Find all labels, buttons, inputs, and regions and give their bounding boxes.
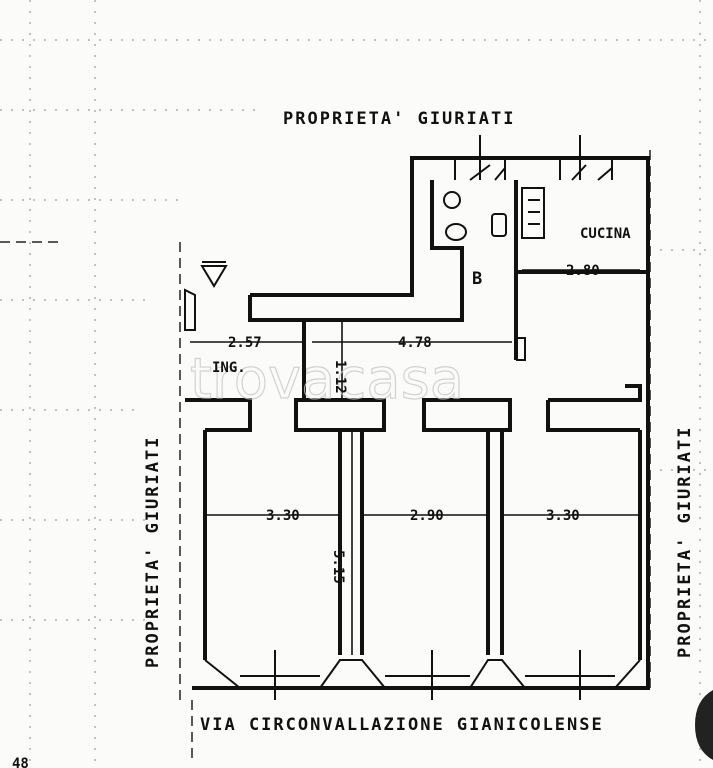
dim-room-center-width: 2.90 <box>410 508 444 524</box>
bidet-icon <box>445 223 467 241</box>
stove-icon <box>521 187 545 239</box>
property-boundary <box>0 150 651 760</box>
reference-ticks <box>274 135 581 700</box>
dim-corridor-width: 4.78 <box>398 335 432 351</box>
bathroom-fixtures <box>443 187 545 241</box>
street-label: VIA CIRCONVALLAZIONE GIANICOLENSE <box>200 715 604 735</box>
dim-room-depth: 5.15 <box>330 550 346 584</box>
dim-kitchen-width: 2.80 <box>566 263 600 279</box>
entrance-label: ING. <box>212 360 246 376</box>
dim-entrance-width: 2.57 <box>228 335 262 351</box>
dim-room-right-width: 3.30 <box>546 508 580 524</box>
dim-room-left-width: 3.30 <box>266 508 300 524</box>
toilet-icon <box>443 191 461 209</box>
dim-corridor-depth: 1.12 <box>332 360 348 394</box>
bathroom-label: B <box>472 269 484 289</box>
kitchen-label: CUCINA <box>580 226 631 242</box>
walls <box>184 156 650 690</box>
entrance-arrow-icon <box>200 261 228 288</box>
left-owner-label: PROPRIETA' GIURIATI <box>143 436 163 668</box>
dimension-lines <box>190 269 640 655</box>
watermark: trovacasa <box>190 347 464 412</box>
corner-shadow <box>695 690 713 760</box>
top-owner-label: PROPRIETA' GIURIATI <box>283 109 515 129</box>
sink-icon <box>491 213 507 237</box>
right-owner-label: PROPRIETA' GIURIATI <box>675 426 695 658</box>
corner-mark: 48 <box>12 756 29 768</box>
